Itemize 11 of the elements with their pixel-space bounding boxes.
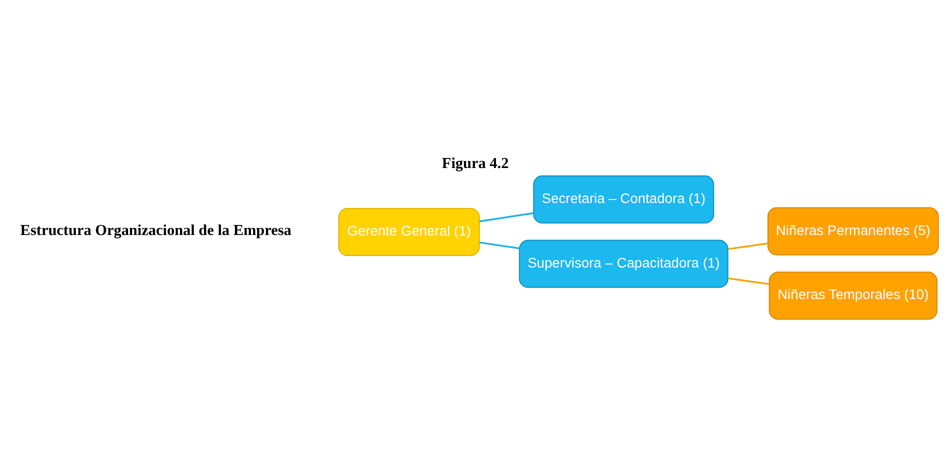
connector [479, 212, 534, 222]
node-box: Supervisora – Capacitadora (1) [518, 239, 728, 288]
node-box: Niñeras Permanentes (5) [767, 206, 939, 255]
label: Estructura Organizacional de la Empresa [20, 222, 292, 239]
connector [479, 241, 520, 249]
connector [728, 242, 768, 250]
node-box: Gerente General (1) [338, 207, 480, 256]
connector [728, 276, 770, 284]
node-box: Secretaria – Contadora (1) [533, 174, 714, 224]
node-box: Niñeras Temporales (10) [768, 271, 938, 320]
diagram-title: Figura 4.2 [442, 154, 509, 172]
